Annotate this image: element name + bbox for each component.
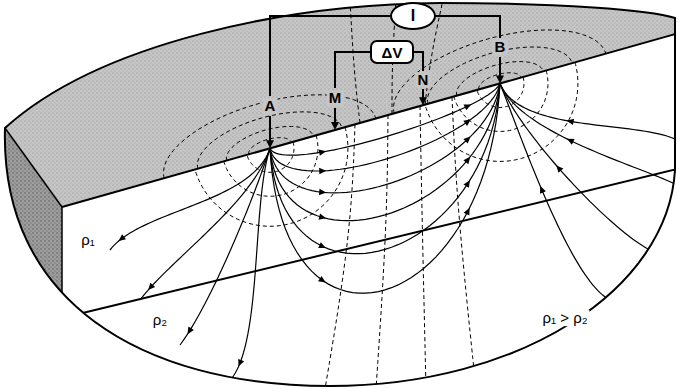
current-arrowhead [119, 234, 126, 241]
equipotential-line [452, 97, 476, 389]
surface-equipotential [427, 47, 572, 104]
electrode [499, 57, 501, 77]
current-arrowhead [187, 327, 193, 335]
electrode [334, 108, 336, 124]
current-line [500, 83, 677, 140]
current-arrowhead [464, 208, 470, 216]
current-line [180, 148, 270, 345]
current-arrowhead [319, 189, 326, 195]
layer-boundary [62, 169, 677, 318]
current-arrowhead [148, 283, 155, 290]
electrode [269, 116, 271, 142]
current-arrowhead [463, 119, 471, 126]
block-edge [61, 207, 63, 389]
block-outline [5, 3, 675, 386]
resistivity-note: ρ₁ > ρ₂ [540, 310, 589, 326]
current-source: I [390, 2, 436, 30]
current-line [232, 148, 270, 378]
current-line [110, 148, 270, 250]
surface-equipotential [163, 95, 375, 178]
current-arrowhead [463, 180, 469, 188]
current-arrowhead [319, 214, 327, 220]
resistivity-label: ρ₁ [79, 232, 97, 248]
equipotential-line [325, 124, 355, 389]
current-line [140, 148, 270, 300]
electrode-label: N [416, 72, 431, 88]
equipotential-line [376, 115, 388, 389]
equipotential-line [454, 70, 548, 131]
voltmeter-box: ΔV [370, 40, 414, 64]
electrode-tip [331, 122, 339, 130]
current-arrowhead [567, 119, 574, 125]
current-arrowhead [463, 104, 471, 110]
block-edge [5, 128, 62, 207]
electrode-label: M [327, 90, 344, 106]
electrode-tip [266, 140, 274, 148]
current-line [500, 83, 650, 250]
current-line [500, 83, 610, 300]
current-line [270, 83, 500, 220]
surface-edge [62, 34, 675, 207]
current-arrowhead [567, 139, 575, 145]
current-arrowhead [319, 149, 326, 155]
current-line [500, 83, 677, 185]
current-arrowhead [556, 165, 563, 172]
current-arrowhead [318, 276, 326, 283]
current-arrowhead [463, 136, 470, 143]
current-arrowhead [540, 186, 546, 194]
equipotential-line [420, 106, 426, 389]
electrode-label: A [263, 98, 278, 114]
wire [270, 16, 413, 96]
resistivity-label: ρ₂ [151, 312, 169, 328]
current-arrowhead [318, 242, 326, 248]
electrode-label: B [493, 39, 508, 55]
equipotential-line [195, 127, 348, 226]
current-line [270, 83, 500, 171]
node-text: ΔV [382, 45, 403, 60]
current-line [270, 83, 500, 253]
current-arrowhead [463, 157, 470, 164]
current-arrowhead [238, 359, 244, 367]
current-arrowhead [319, 168, 326, 174]
current-line [270, 83, 500, 155]
surface-equipotential [197, 112, 342, 169]
electrode-tip [496, 75, 504, 83]
surface-equipotential [350, 0, 360, 123]
cut-face [62, 34, 677, 389]
node-text: I [411, 8, 415, 24]
equipotential-line [425, 62, 578, 161]
electrode-tip [419, 97, 427, 105]
